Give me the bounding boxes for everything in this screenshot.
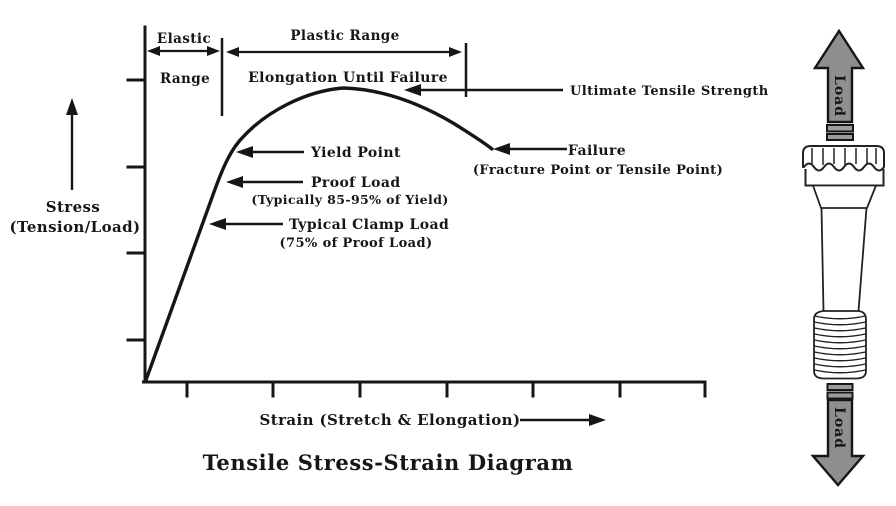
range-markers [220,38,468,116]
strain-axis-label: Strain (Stretch & Elongation) [260,411,521,429]
failure-arrow [493,143,567,155]
bolt-illustration: Load [802,28,885,487]
yield-point-label: Yield Point [310,145,401,161]
arrowhead-icon [209,218,226,230]
stress-strain-curve [144,86,494,382]
lower-washer-bar [826,383,854,391]
load-arrow-up [812,28,866,124]
bolt-shank [820,207,868,312]
yield-point-arrow [236,146,304,158]
arrowhead-up-icon [66,98,78,115]
diagram-title: Tensile Stress-Strain Diagram [203,450,574,475]
ultimate-tensile-strength-label: Ultimate Tensile Strength [570,84,769,99]
stress-axis-label-line2: (Tension/Load) [10,218,141,236]
arrowhead-left-icon [147,46,160,56]
bolt-neck [812,184,877,209]
upper-washer-bar [826,133,854,141]
bolt-thread-lines [814,315,866,374]
stress-axis-arrow [66,98,78,190]
annotation-arrows [66,84,606,426]
elastic-range-label-line1: Elastic [157,31,211,47]
bolt-head-crown [802,145,885,172]
crown-facet-lines [811,148,877,165]
load-label-upper: Load [831,75,847,117]
load-arrow-down [810,398,866,487]
clamp-load-detail: (75% of Proof Load) [279,236,432,251]
failure-label: Failure [568,143,626,159]
proof-load-detail: (Typically 85-95% of Yield) [251,192,448,207]
arrowhead-icon [236,146,253,158]
elastic-range-arrow [147,46,220,56]
bolt-thread-outline [813,310,867,380]
clamp-load-label: Typical Clamp Load [289,217,449,233]
lower-washer-bar [826,391,854,400]
strain-axis-arrow [520,414,606,426]
proof-load-label: Proof Load [311,175,401,191]
clamp-load-arrow [209,218,283,230]
arrowhead-icon [404,84,421,96]
upper-washer-bar [826,124,854,133]
arrowhead-icon [226,176,243,188]
arrowhead-icon [493,143,510,155]
plastic-range-label: Plastic Range [290,28,399,44]
arrowhead-right-icon [589,414,606,426]
elongation-until-failure-label: Elongation Until Failure [248,70,448,86]
ultimate-tensile-arrow [404,84,563,96]
arrowhead-right-icon [207,46,220,56]
elastic-range-label-line2: Range [160,71,210,87]
plastic-range-arrow [226,47,462,57]
load-label-lower: Load [831,407,847,449]
arrowhead-right-icon [449,47,462,57]
arrowhead-left-icon [226,47,239,57]
axes [126,25,707,398]
failure-detail: (Fracture Point or Tensile Point) [473,163,723,178]
stress-axis-label-line1: Stress [46,198,101,216]
proof-load-arrow [226,176,303,188]
bolt-head-band [804,169,885,187]
